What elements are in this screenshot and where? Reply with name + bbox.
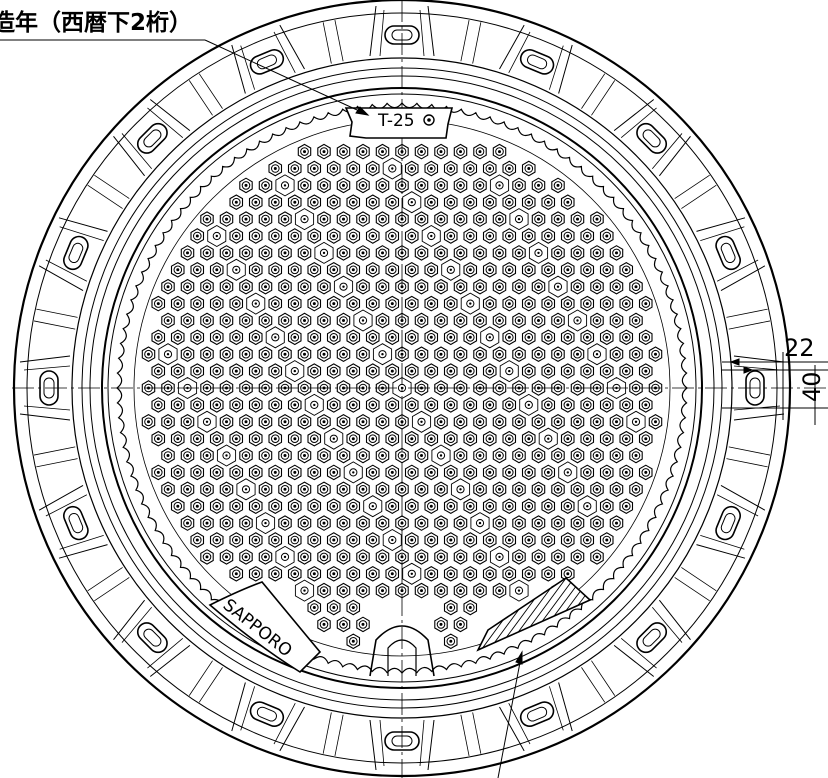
frame-lug [613,599,691,677]
slot-hole-icon [636,122,668,154]
slot-hole-icon [715,505,741,541]
load-class-mark-icon [423,114,435,126]
slot-hole-icon [519,49,555,75]
frame-lug [113,99,191,177]
frame-lug [369,719,435,771]
dimension-40-label: 40 [798,371,826,402]
dimension-22-label: 22 [784,334,815,362]
frame-lug [696,217,766,291]
city-name-plate: SAPPORO [208,581,322,674]
frame-lug [696,485,766,559]
slot-hole-icon [249,701,285,727]
frame-lug [113,599,191,677]
frame-lug [231,682,305,752]
load-class-plate: T-25 [344,107,454,139]
bottom-key-slot [369,625,435,677]
dimensions [722,352,828,425]
cover-pattern [141,143,663,650]
slot-hole-icon [384,731,420,751]
frame-lug [733,355,785,421]
outer-frame [13,0,791,777]
frame-lug [499,682,573,752]
load-class-label: T-25 [377,111,415,131]
slot-hole-icon [745,370,765,406]
slot-hole-icon [63,235,89,271]
frame-lugs [19,5,785,771]
frame-lug [38,217,108,291]
slot-hole-icon [384,25,420,45]
year-annotation-label: 造年（西暦下2桁） [0,9,192,36]
frame-lug [499,24,573,94]
slot-hole-icon [39,370,59,406]
slot-hole-icon [519,701,555,727]
frame-lug [231,24,305,94]
leader-lines [0,39,523,778]
frame-lug [19,355,71,421]
slot-hole-icon [715,235,741,271]
slot-hole-icon [636,622,668,654]
slot-hole-icon [63,505,89,541]
slot-hole-icon [136,122,168,154]
frame-lug [613,99,691,177]
frame-lug [38,485,108,559]
frame-lug [369,5,435,57]
slot-hole-icon [136,622,168,654]
